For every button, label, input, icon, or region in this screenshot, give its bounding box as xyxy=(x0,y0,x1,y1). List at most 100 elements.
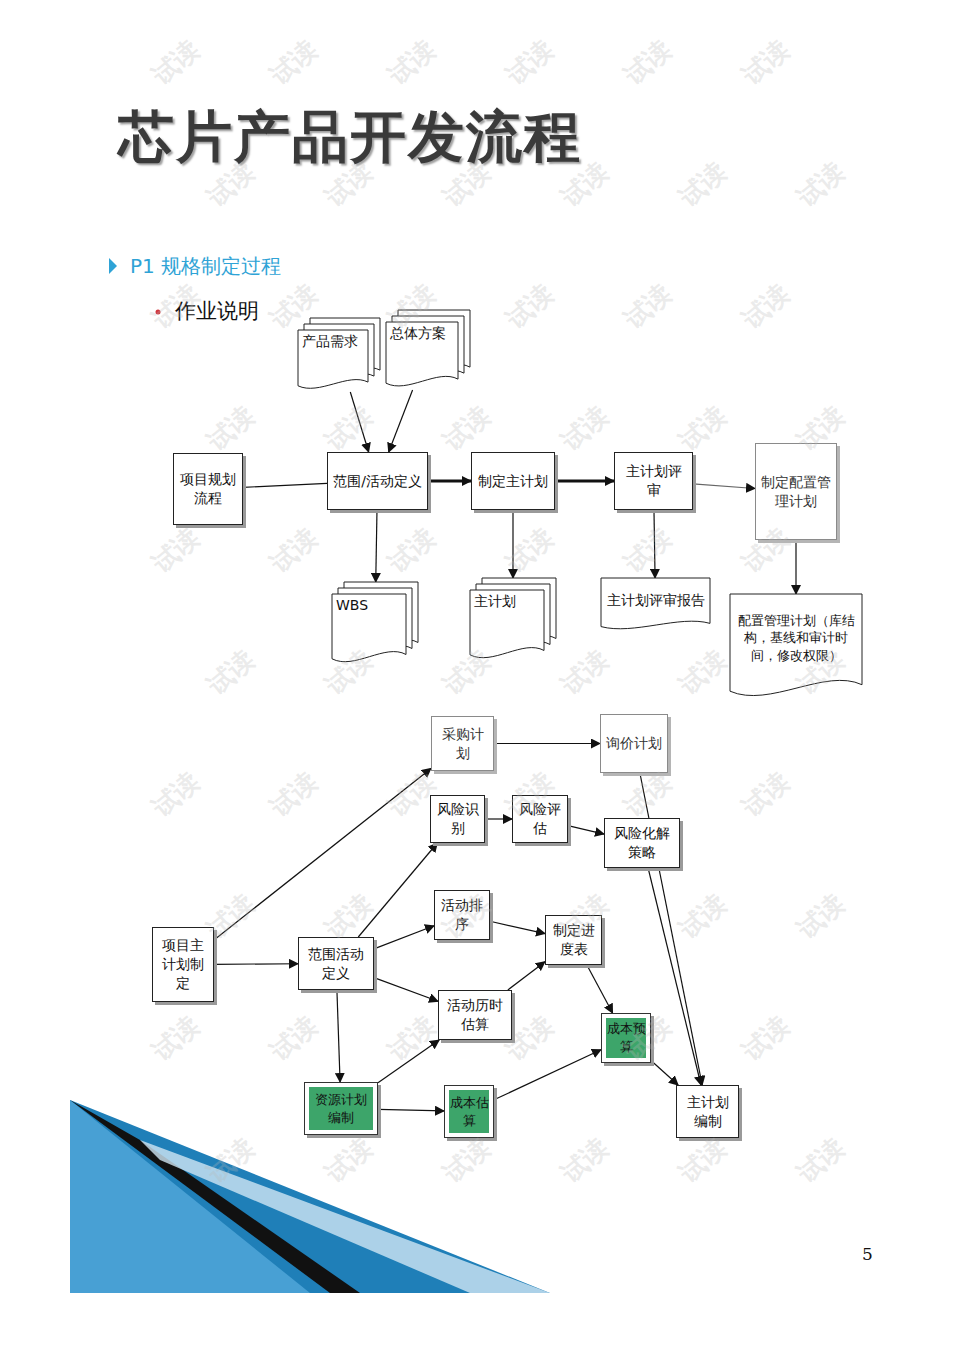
document-layer xyxy=(332,594,406,662)
watermark: 试读 xyxy=(263,32,325,92)
process-box: 活动历时估算 xyxy=(438,990,512,1040)
watermark: 试读 xyxy=(672,398,734,458)
node-text: 主计划评审 xyxy=(619,462,688,500)
watermark: 试读 xyxy=(200,398,262,458)
process-box: 范围/活动定义 xyxy=(327,452,428,510)
watermark: 试读 xyxy=(318,1130,380,1190)
document-shape: 主计划评审报告 xyxy=(601,578,710,632)
process-box: 范围活动定义 xyxy=(298,937,374,990)
watermark: 试读 xyxy=(672,642,734,702)
node-text: 风险化解策略 xyxy=(609,824,675,862)
node-text: 询价计划 xyxy=(606,734,662,753)
connector xyxy=(214,963,298,965)
watermark: 试读 xyxy=(672,886,734,946)
node-text: 主计划编制 xyxy=(681,1093,734,1131)
connector xyxy=(376,510,377,582)
watermark: 试读 xyxy=(617,32,679,92)
highlight-box: 成本估算 xyxy=(444,1085,494,1138)
watermark: 试读 xyxy=(617,276,679,336)
connector xyxy=(587,965,613,1013)
watermark: 试读 xyxy=(263,520,325,580)
text-label: P1 规格制定过程 xyxy=(130,253,281,280)
node-text: 主计划评审报告 xyxy=(607,591,705,610)
connector xyxy=(485,818,512,819)
node-text: 风险识别 xyxy=(435,800,480,838)
watermark: 试读 xyxy=(318,398,380,458)
document-layer xyxy=(386,322,458,386)
watermark: 试读 xyxy=(436,398,498,458)
document-layer xyxy=(298,330,368,388)
connector xyxy=(243,483,327,487)
watermark: 试读 xyxy=(145,520,207,580)
document-stack: 主计划 xyxy=(470,578,556,662)
watermark: 试读 xyxy=(554,642,616,702)
connector xyxy=(490,921,545,933)
watermark: 试读 xyxy=(200,642,262,702)
connector xyxy=(568,826,604,834)
process-box: 项目规划流程 xyxy=(173,453,243,525)
node-text: 活动历时估算 xyxy=(443,996,507,1034)
watermark: 试读 xyxy=(735,32,797,92)
connector xyxy=(374,978,438,1002)
connector xyxy=(494,1050,601,1100)
process-box: 风险化解策略 xyxy=(604,818,680,868)
watermark: 试读 xyxy=(145,276,207,336)
highlight-box: 资源计划编制 xyxy=(304,1082,378,1135)
watermark: 试读 xyxy=(436,1130,498,1190)
watermark: 试读 xyxy=(790,154,852,214)
watermark: 试读 xyxy=(381,32,443,92)
watermark: 试读 xyxy=(672,1130,734,1190)
watermark: 试读 xyxy=(145,32,207,92)
connector xyxy=(494,743,600,744)
watermark: 试读 xyxy=(145,1008,207,1068)
watermark: 试读 xyxy=(735,764,797,824)
watermark: 试读 xyxy=(381,1008,443,1068)
process-box: 主计划评审 xyxy=(614,452,693,510)
connector xyxy=(428,480,471,483)
watermark: 试读 xyxy=(499,276,561,336)
watermark: 试读 xyxy=(554,1130,616,1190)
node-text: 范围活动定义 xyxy=(303,945,369,983)
watermark: 试读 xyxy=(145,764,207,824)
process-box: 询价计划 xyxy=(600,714,668,773)
node-text: 制定主计划 xyxy=(478,472,548,491)
watermark: 试读 xyxy=(617,764,679,824)
process-box: 采购计划 xyxy=(431,716,494,771)
watermark: 试读 xyxy=(617,520,679,580)
document-body xyxy=(601,578,710,629)
watermark: 试读 xyxy=(554,398,616,458)
document-shape: 配置管理计划（库结构，基线和审计时间，修改权限） xyxy=(730,594,862,702)
watermark: 试读 xyxy=(735,1008,797,1068)
document-outline xyxy=(470,578,556,662)
text-label: 5 xyxy=(862,1244,873,1264)
node-text: 制定配置管理计划 xyxy=(760,473,832,511)
node-text: 项目主计划制定 xyxy=(157,936,209,993)
process-box: 项目主计划制定 xyxy=(152,927,214,1002)
connector xyxy=(389,390,413,452)
connector xyxy=(508,962,545,990)
connector xyxy=(337,990,340,1082)
watermark: 试读 xyxy=(381,520,443,580)
connector xyxy=(378,1109,444,1111)
watermark: 试读 xyxy=(263,1008,325,1068)
node-text: 成本估算 xyxy=(449,1094,489,1129)
watermark: 试读 xyxy=(499,520,561,580)
watermark: 试读 xyxy=(790,1130,852,1190)
watermark: 试读 xyxy=(499,32,561,92)
node-text: 产品需求 xyxy=(302,332,358,351)
node-text: 主计划 xyxy=(474,592,516,611)
watermark: 试读 xyxy=(735,276,797,336)
watermark: 试读 xyxy=(790,886,852,946)
node-text: 项目规划流程 xyxy=(178,470,238,508)
connector xyxy=(651,1061,678,1085)
node-text: 资源计划编制 xyxy=(309,1091,373,1126)
process-box: 风险识别 xyxy=(430,795,485,843)
document-stack: 产品需求 xyxy=(298,318,380,392)
watermark: 试读 xyxy=(672,154,734,214)
connector xyxy=(374,926,434,949)
connector xyxy=(795,540,796,594)
node-text: 范围/活动定义 xyxy=(333,472,422,491)
node-text: WBS xyxy=(336,596,368,615)
document-outline xyxy=(298,318,380,392)
